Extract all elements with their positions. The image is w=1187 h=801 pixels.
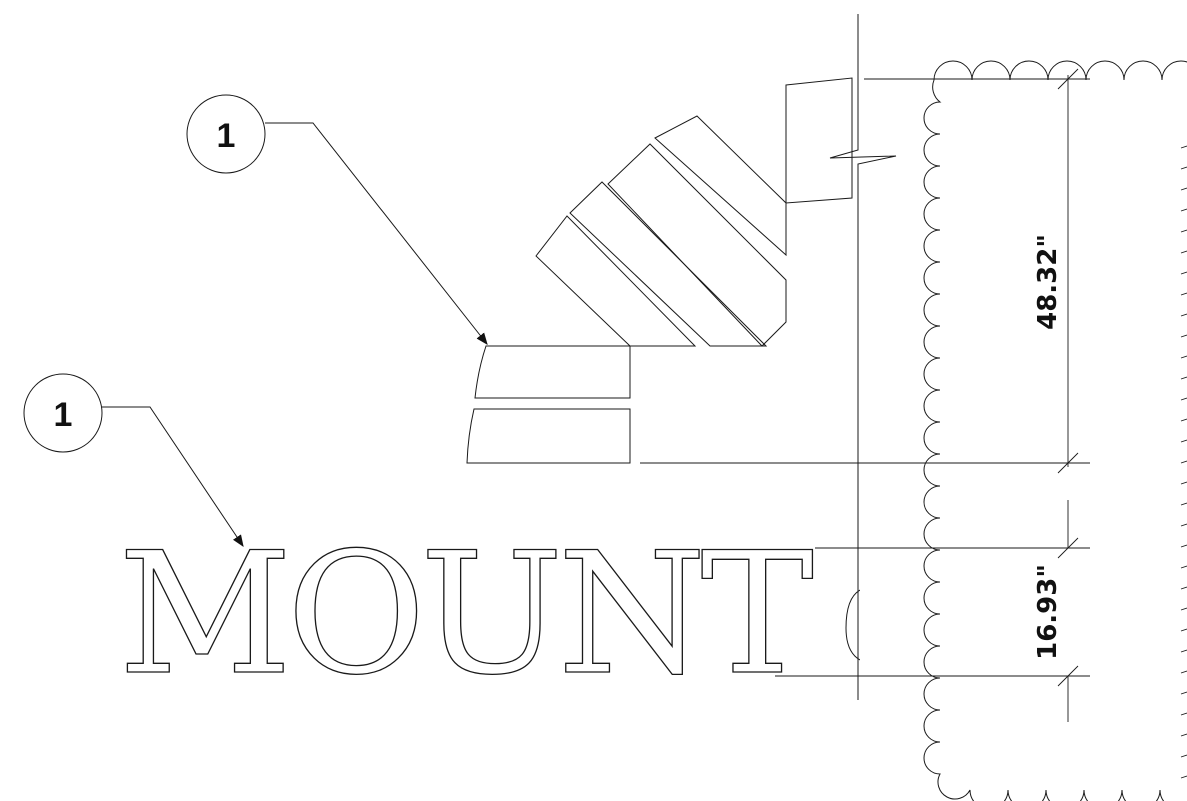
callout-upper: 1	[186, 94, 488, 345]
callout-number: 1	[54, 396, 73, 434]
cloud-edge-tick	[1180, 418, 1187, 422]
sign-segment-diag-4	[535, 215, 697, 347]
callout-leader	[102, 406, 244, 547]
cloud-edge-tick	[1180, 334, 1187, 338]
callout-bubble	[186, 94, 266, 174]
cloud-edge-tick	[1180, 166, 1187, 170]
cloud-edge-tick	[1180, 208, 1187, 212]
cloud-edge-tick	[1180, 733, 1187, 737]
cloud-edge-tick	[1180, 313, 1187, 317]
elbow-sign-segments	[466, 77, 853, 464]
cloud-edge-tick	[1180, 292, 1187, 296]
cloud-edge-tick	[1180, 523, 1187, 527]
revision-cloud	[923, 60, 1187, 801]
dimension-label-upper: 48.32"	[1033, 234, 1063, 330]
sign-segment-diag-3	[569, 181, 768, 347]
dimension-label-lower: 16.93"	[1033, 564, 1063, 660]
cloud-edge-tick	[1180, 439, 1187, 443]
callout-leader	[265, 122, 488, 345]
callout-number: 1	[217, 117, 236, 155]
cloud-edge-tick	[1180, 460, 1187, 464]
sign-segment-top	[785, 77, 853, 204]
cloud-edge-tick	[1180, 250, 1187, 254]
cloud-edge-tick	[1180, 376, 1187, 380]
dimension-upper: 48.32"	[1033, 68, 1079, 474]
cloud-edge-tick	[1180, 607, 1187, 611]
cloud-edge-tick	[1180, 670, 1187, 674]
cloud-edge-tick	[1180, 775, 1187, 779]
dimension-lower: 16.93"	[1033, 500, 1079, 722]
sign-segment-diag-1	[654, 115, 787, 257]
cloud-edge-tick	[1180, 649, 1187, 653]
sign-segment-base-lower	[466, 408, 631, 464]
sign-segment-base-upper	[474, 345, 631, 399]
cloud-edge-tick	[1180, 502, 1187, 506]
cloud-edge-tick	[1180, 145, 1187, 149]
cloud-edge-tick	[1180, 754, 1187, 758]
cloud-edge-tick	[1180, 544, 1187, 548]
callout-lower: 1	[23, 373, 244, 547]
vertical-reference-line	[829, 14, 897, 700]
cloud-edge-tick	[1180, 229, 1187, 233]
cloud-edge-tick	[1180, 712, 1187, 716]
cloud-edge-tick	[1180, 187, 1187, 191]
cloud-edge-tick	[1180, 565, 1187, 569]
mount-lettering: MOUNT	[117, 515, 860, 713]
cloud-edge-tick	[1180, 691, 1187, 695]
cloud-edge-tick	[1180, 271, 1187, 275]
next-letter-fragment	[845, 589, 860, 661]
cloud-edge-tick	[1180, 355, 1187, 359]
cloud-edge-tick	[1180, 397, 1187, 401]
cloud-edge-tick	[1180, 481, 1187, 485]
sign-segment-diag-2	[607, 143, 787, 347]
cloud-edge-tick	[1180, 628, 1187, 632]
cloud-edge-tick	[1180, 586, 1187, 590]
callout-bubble	[23, 373, 103, 453]
mount-text: MOUNT	[118, 516, 813, 712]
